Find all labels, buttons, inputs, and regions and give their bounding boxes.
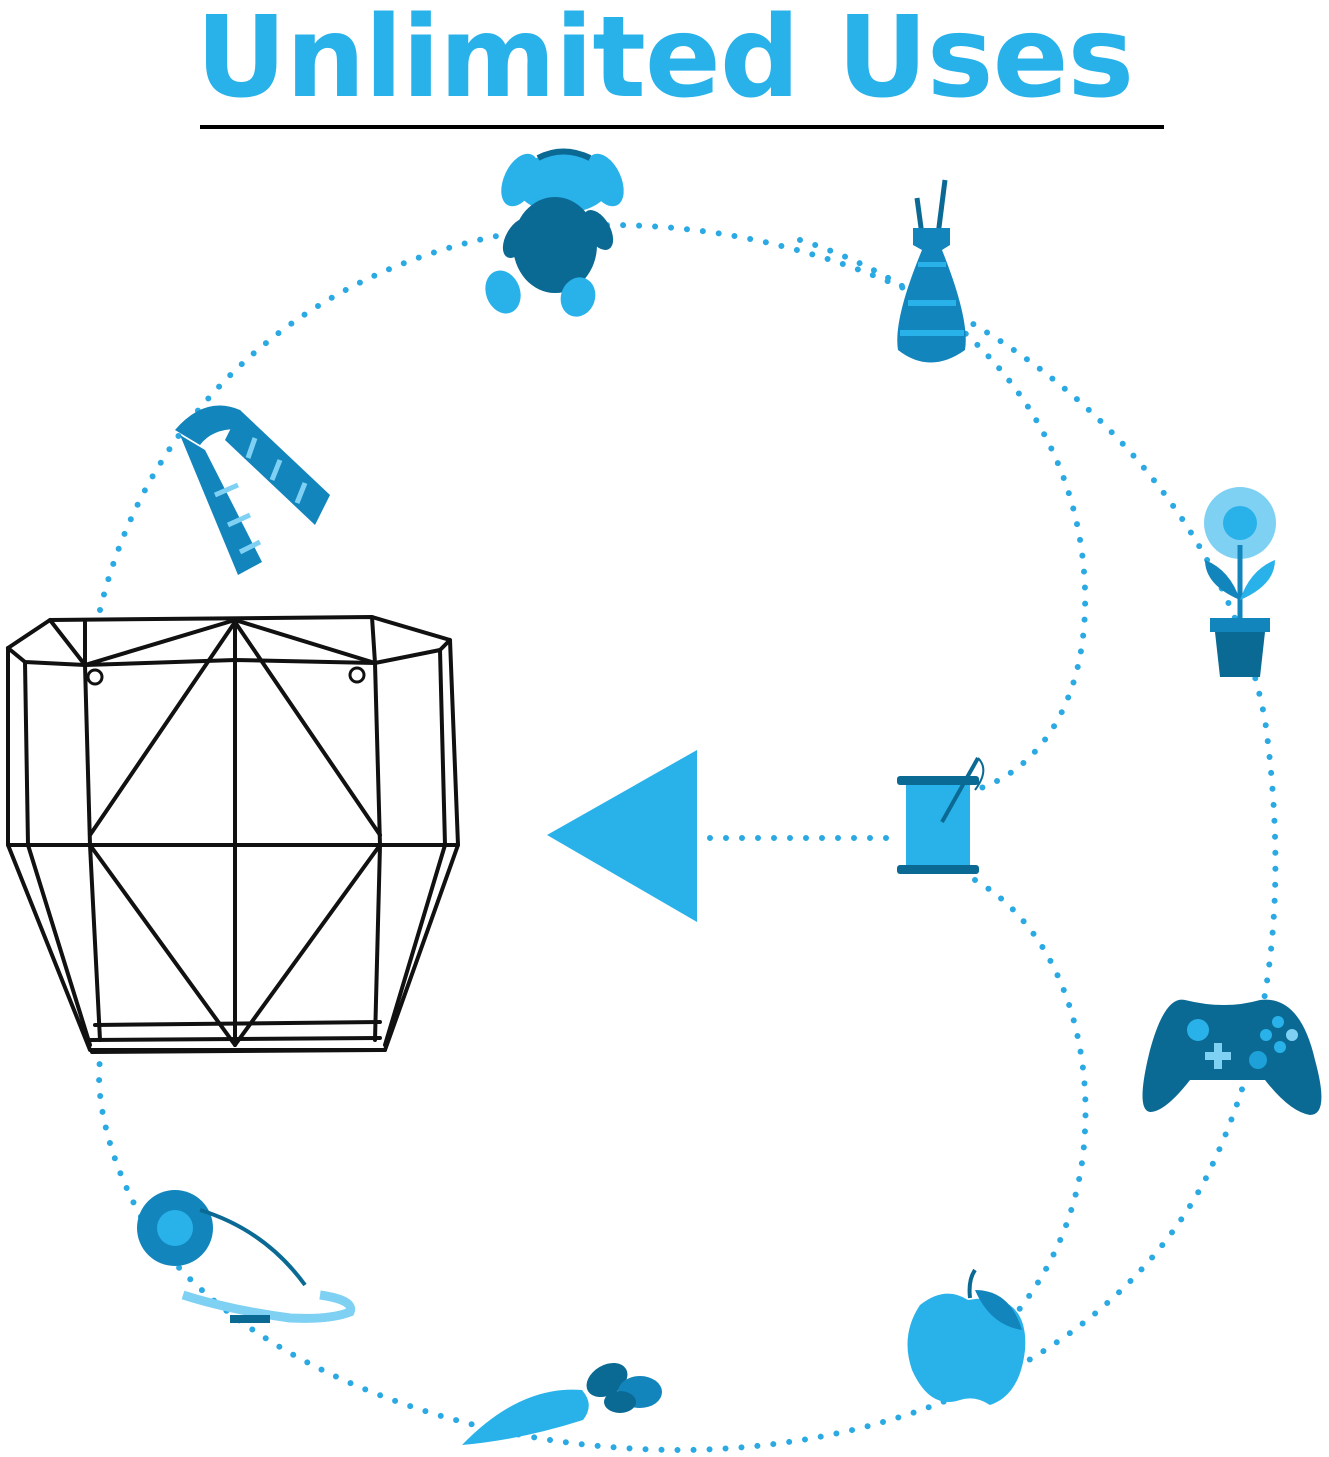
dog-leash-icon (137, 1190, 356, 1323)
game-controller-icon (1142, 999, 1322, 1115)
flower-pot-icon (1204, 487, 1276, 677)
wire-basket (6, 615, 460, 1054)
carrot-icon (462, 1362, 662, 1445)
scarf-icon (175, 405, 330, 575)
teddy-bear-icon (485, 148, 624, 317)
arrow-head (547, 750, 697, 922)
title-underline (200, 125, 1164, 129)
thread-spool-icon (897, 757, 985, 874)
apple-icon (907, 1268, 1026, 1405)
page-title: Unlimited Uses (195, 0, 1134, 123)
vase-icon (897, 179, 966, 363)
